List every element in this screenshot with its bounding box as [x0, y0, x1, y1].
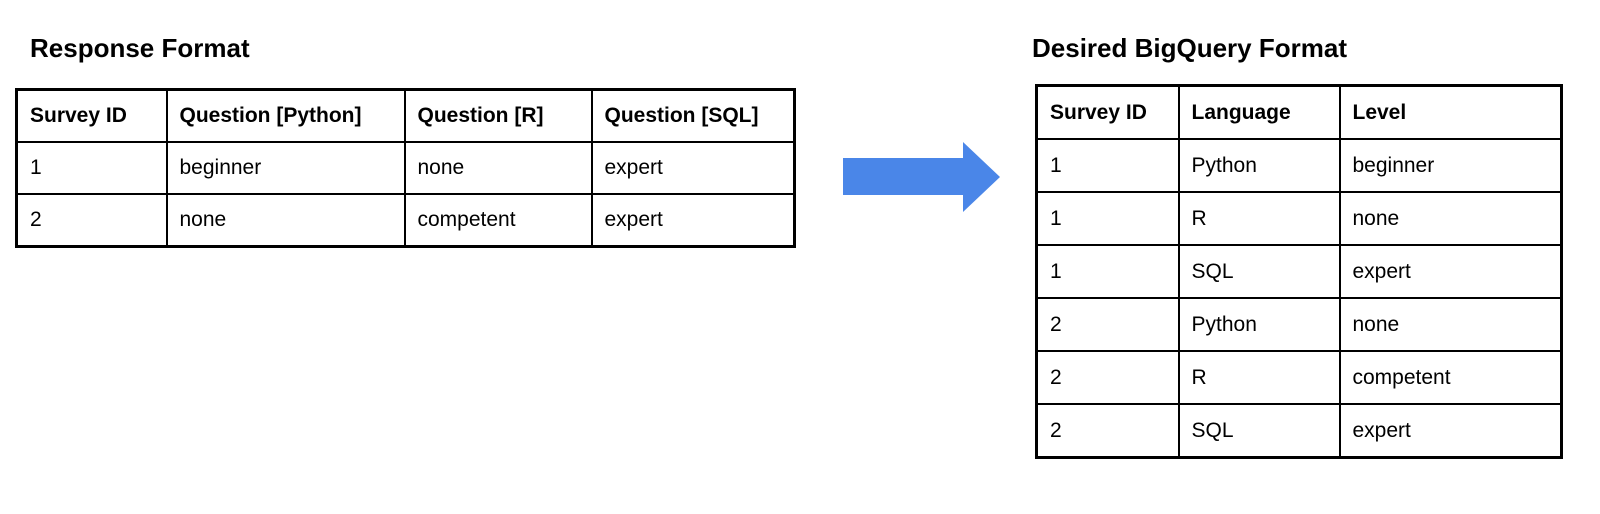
table-cell: Python — [1177, 297, 1341, 352]
table-cell: SQL — [1177, 244, 1341, 299]
table-cell: 2 — [1035, 350, 1180, 405]
table-cell: none — [1338, 297, 1563, 352]
table-cell: expert — [590, 141, 796, 195]
table-cell: competent — [403, 193, 593, 248]
column-header: Level — [1338, 84, 1563, 140]
column-header: Question [R] — [403, 88, 593, 143]
bigquery-format-title: Desired BigQuery Format — [1032, 33, 1347, 63]
table-cell: 1 — [15, 141, 168, 195]
column-header: Question [Python] — [165, 88, 406, 143]
table-cell: 2 — [1035, 403, 1180, 459]
column-header: Survey ID — [1035, 84, 1180, 140]
column-header: Language — [1177, 84, 1341, 140]
table-cell: 1 — [1035, 244, 1180, 299]
table-cell: 2 — [15, 193, 168, 248]
table-cell: SQL — [1177, 403, 1341, 459]
table-cell: R — [1177, 191, 1341, 246]
column-header: Question [SQL] — [590, 88, 796, 143]
table-cell: competent — [1338, 350, 1563, 405]
table-cell: 1 — [1035, 191, 1180, 246]
column-header: Survey ID — [15, 88, 168, 143]
table-cell: none — [1338, 191, 1563, 246]
transform-arrow-icon — [843, 142, 1000, 212]
table-cell: expert — [1338, 244, 1563, 299]
table-cell: none — [165, 193, 406, 248]
right-arrow-icon — [843, 142, 1000, 212]
table-cell: Python — [1177, 138, 1341, 193]
table-cell: beginner — [165, 141, 406, 195]
response-format-title: Response Format — [30, 33, 250, 63]
table-cell: none — [403, 141, 593, 195]
table-cell: 2 — [1035, 297, 1180, 352]
table-cell: R — [1177, 350, 1341, 405]
table-cell: expert — [1338, 403, 1563, 459]
table-cell: beginner — [1338, 138, 1563, 193]
table-cell: expert — [590, 193, 796, 248]
table-cell: 1 — [1035, 138, 1180, 193]
